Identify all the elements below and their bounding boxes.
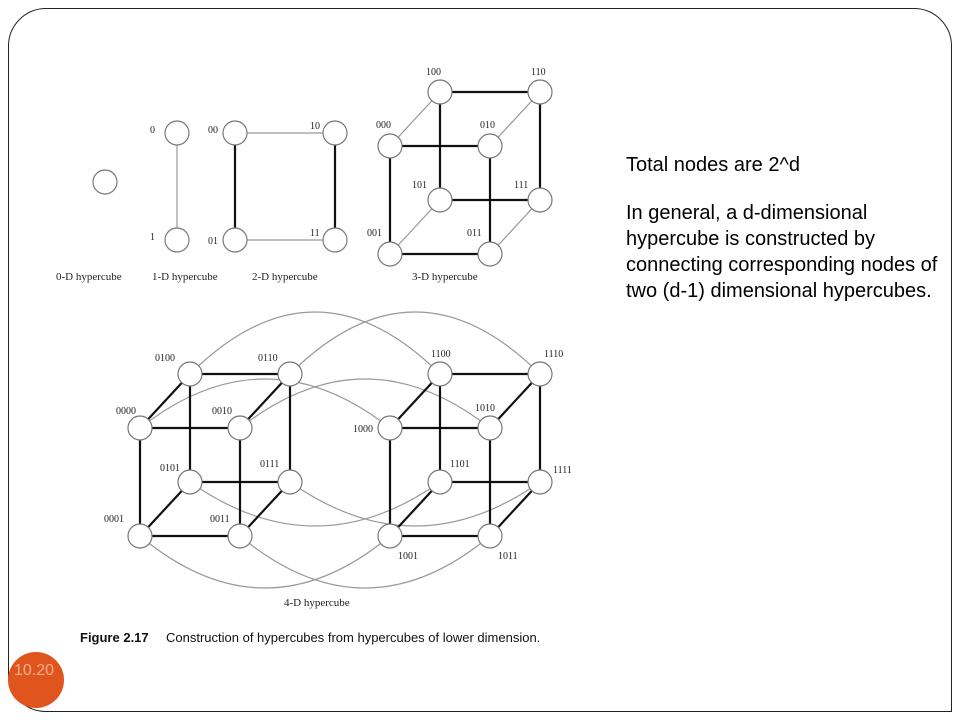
node-4d-1111 [527,469,553,495]
title-2d: 2-D hypercube [252,271,318,283]
node-4d-1110 [527,361,553,387]
label-1d-0: 0 [150,125,155,136]
total-nodes-text: Total nodes are 2^d [626,154,800,176]
label-4d-1011: 1011 [498,551,518,562]
node-4d-0011 [227,523,253,549]
label-3d-010: 010 [480,120,495,131]
label-4d-0110: 0110 [258,353,278,364]
title-3d: 3-D hypercube [412,271,478,283]
label-3d-100: 100 [426,67,441,78]
node-4d-0000 [127,415,153,441]
node-4d-1000 [377,415,403,441]
label-4d-0111: 0111 [260,459,279,470]
label-2d-00: 00 [208,125,218,136]
node-4d-1001 [377,523,403,549]
node-3d-101 [427,187,453,213]
construction-text: In general, a d-dimensional hypercube is… [626,202,938,302]
figure-caption-text: Construction of hypercubes from hypercub… [166,630,540,645]
label-3d-001: 001 [367,228,382,239]
node-4d-0111 [277,469,303,495]
edges-4d-left-bold [138,372,292,538]
node-3d-110 [527,79,553,105]
edges-3d-bold [388,90,542,256]
label-1d-1: 1 [150,232,155,243]
node-3d-001 [377,241,403,267]
label-2d-10: 10 [310,121,320,132]
label-4d-1010: 1010 [475,403,495,414]
title-4d: 4-D hypercube [284,597,350,609]
node-4d-0100 [177,361,203,387]
node-4d-1100 [427,361,453,387]
label-4d-0010: 0010 [212,406,232,417]
label-4d-1101: 1101 [450,459,470,470]
label-4d-1001: 1001 [398,551,418,562]
slide-body-text: Total nodes are 2^d In general, a d-dime… [626,152,946,314]
label-4d-0100: 0100 [155,353,175,364]
arcs-4d [139,311,541,589]
node-4d-1011 [477,523,503,549]
node-1d-0 [164,120,190,146]
figure-caption-label: Figure 2.17 [80,630,149,645]
slide-frame [8,8,952,712]
label-4d-1110: 1110 [544,349,563,360]
label-2d-01: 01 [208,236,218,247]
label-4d-1000: 1000 [353,424,373,435]
node-4d-0101 [177,469,203,495]
label-4d-0011: 0011 [210,514,230,525]
node-1d-1 [164,227,190,253]
node-4d-1010 [477,415,503,441]
node-2d-11 [322,227,348,253]
label-4d-0101: 0101 [160,463,180,474]
label-3d-110: 110 [531,67,546,78]
label-3d-101: 101 [412,180,427,191]
node-3d-000 [377,133,403,159]
label-4d-1111: 1111 [553,465,572,476]
node-3d-011 [477,241,503,267]
node-3d-100 [427,79,453,105]
node-4d-1101 [427,469,453,495]
label-2d-11: 11 [310,228,320,239]
label-4d-0001: 0001 [104,514,124,525]
label-4d-1100: 1100 [431,349,451,360]
node-3d-010 [477,133,503,159]
node-4d-0110 [277,361,303,387]
node-2d-10 [322,120,348,146]
title-1d: 1-D hypercube [152,271,218,283]
node-4d-0010 [227,415,253,441]
slide-number-badge: 10.20 [8,652,64,708]
node-2d-01 [222,227,248,253]
label-3d-011: 011 [467,228,482,239]
label-3d-111: 111 [514,180,528,191]
node-2d-00 [222,120,248,146]
node-0d [92,169,118,195]
title-0d: 0-D hypercube [56,271,122,283]
node-4d-0001 [127,523,153,549]
slide-number: 10.20 [14,662,55,679]
node-3d-111 [527,187,553,213]
edges-3d-light [389,91,541,255]
label-3d-000: 000 [376,120,391,131]
edges-4d-right-bold [388,372,542,538]
label-4d-0000: 0000 [116,406,136,417]
